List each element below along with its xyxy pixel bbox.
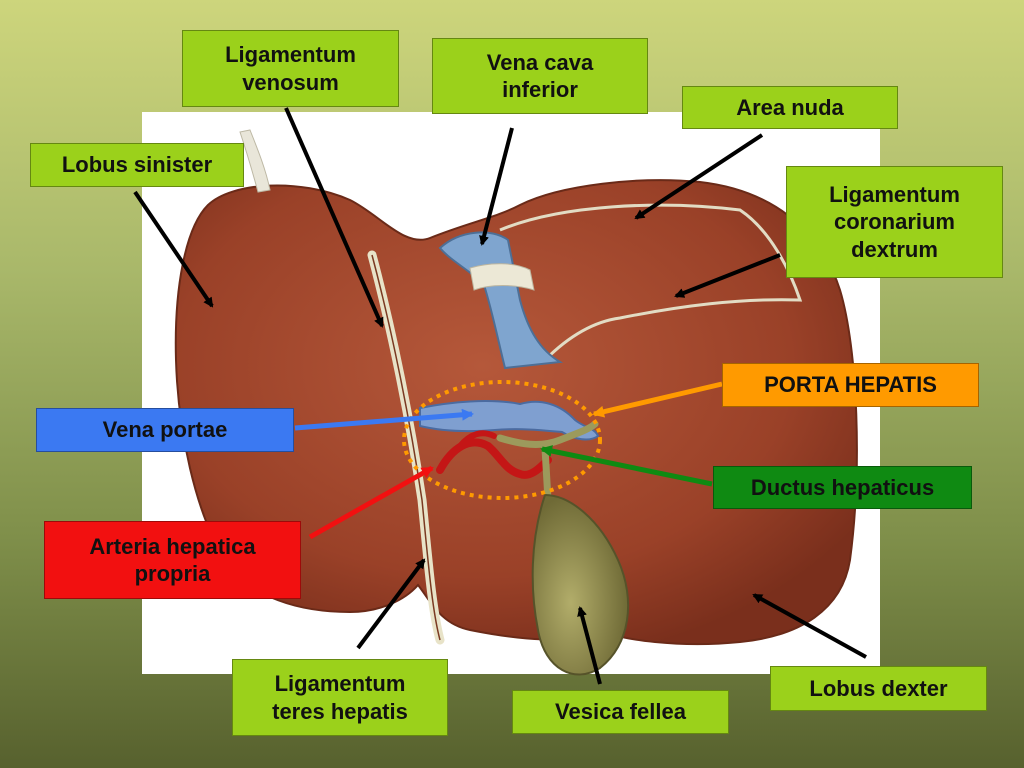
pointer-ligamentum-coronarium: [674, 253, 781, 298]
label-lobus-dexter: Lobus dexter: [770, 666, 987, 711]
ivc-band: [469, 263, 535, 291]
label-arteria-hepatica-propria-text: Arteria hepatica propria: [89, 533, 256, 587]
pointer-ligamentum-venosum: [284, 107, 384, 328]
pointer-ligamentum-teres: [356, 558, 426, 650]
pointer-ductus-hepaticus: [540, 445, 713, 487]
label-lobus-sinister-text: Lobus sinister: [61, 152, 213, 178]
liver-illustration: [174, 129, 858, 676]
label-lobus-sinister: Lobus sinister: [30, 143, 244, 187]
label-ligamentum-venosum-text: Ligamentum venosum: [225, 42, 356, 95]
label-vesica-fellea: Vesica fellea: [512, 690, 729, 734]
label-ligamentum-coronarium-dextrum: Ligamentum coronarium dextrum: [786, 166, 1003, 278]
label-ligamentum-venosum: Ligamentum venosum: [182, 30, 399, 107]
bare-area-outline: [499, 203, 803, 362]
pointer-porta-hepatis: [592, 381, 723, 418]
label-porta-hepatis: PORTA HEPATIS: [722, 363, 979, 407]
label-area-nuda-text: Area nuda: [736, 94, 844, 120]
label-ligamentum-coronarium-dextrum-text: Ligamentum coronarium dextrum: [829, 181, 960, 262]
label-area-nuda: Area nuda: [682, 86, 898, 129]
pointer-lobus-sinister: [133, 190, 214, 308]
pointer-lines: [133, 107, 867, 685]
pointer-vesica-fellea: [577, 606, 602, 685]
porta-hepatis-ellipse: [402, 380, 602, 500]
label-ligamentum-teres-hepatis-text: Ligamentum teres hepatis: [272, 671, 408, 724]
gallbladder-shape: [531, 493, 629, 676]
label-ductus-hepaticus-text: Ductus hepaticus: [750, 474, 935, 500]
pointer-lobus-dexter: [752, 593, 867, 659]
hepatic-artery-branch: [457, 430, 497, 449]
label-vesica-fellea-text: Vesica fellea: [555, 699, 686, 725]
label-vena-portae: Vena portae: [36, 408, 294, 452]
label-arteria-hepatica-propria: Arteria hepatica propria: [44, 521, 301, 599]
pointer-vena-cava-inferior: [479, 127, 514, 246]
label-porta-hepatis-text: PORTA HEPATIS: [764, 372, 937, 398]
label-ductus-hepaticus: Ductus hepaticus: [713, 466, 972, 509]
label-vena-cava-inferior-text: Vena cava inferior: [486, 49, 594, 103]
left-fissure-edge: [371, 254, 441, 641]
pointer-area-nuda: [634, 133, 764, 220]
pointer-vena-portae: [294, 408, 474, 431]
label-lobus-dexter-text: Lobus dexter: [809, 675, 948, 701]
pointer-arteria-hepatica: [308, 465, 434, 540]
label-vena-cava-inferior: Vena cava inferior: [432, 38, 648, 114]
label-vena-portae-text: Vena portae: [102, 417, 228, 443]
label-ligamentum-teres-hepatis: Ligamentum teres hepatis: [232, 659, 448, 736]
